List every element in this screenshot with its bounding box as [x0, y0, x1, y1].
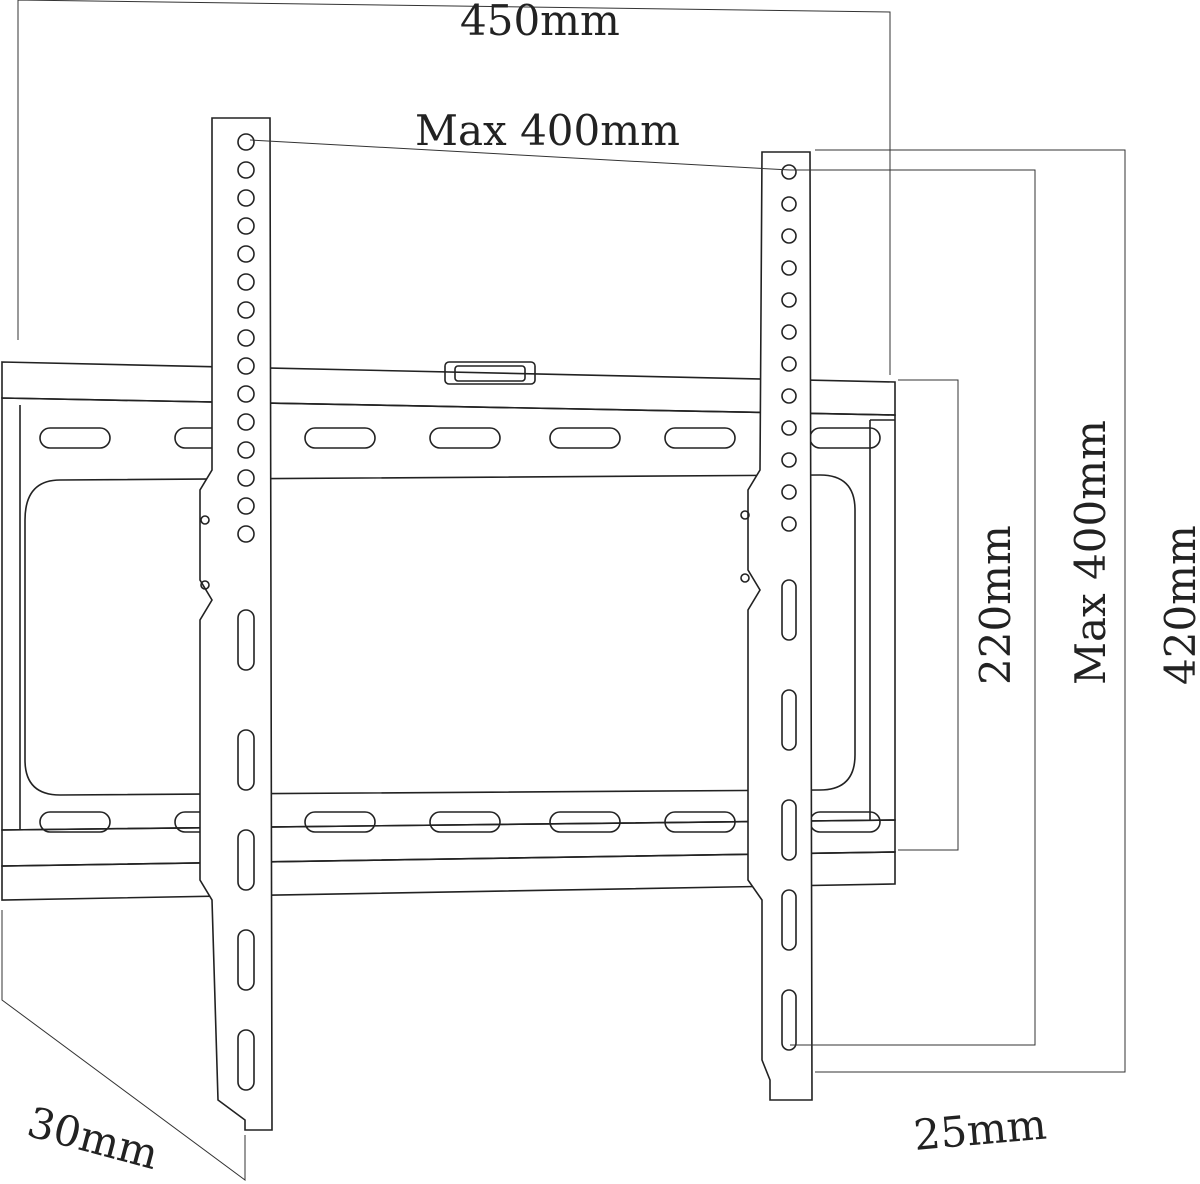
- mounting-hole: [237, 497, 255, 515]
- right-vertical-bracket: [740, 151, 813, 1101]
- bracket-slot: [781, 889, 797, 951]
- screw-hole: [200, 515, 210, 525]
- overall-width-label: 450mm: [460, 0, 620, 45]
- mounting-hole: [237, 273, 255, 291]
- mounting-hole: [781, 420, 797, 436]
- mounting-hole: [237, 189, 255, 207]
- bracket-slot: [781, 579, 797, 641]
- mounting-slot: [304, 427, 376, 449]
- mounting-hole: [781, 324, 797, 340]
- mounting-slot: [664, 427, 736, 449]
- mounting-hole: [237, 217, 255, 235]
- mounting-slot: [39, 811, 111, 833]
- mounting-hole: [237, 525, 255, 543]
- max-vertical-spacing-label: Max 400mm: [1066, 420, 1115, 685]
- mounting-hole: [781, 484, 797, 500]
- mounting-hole: [781, 516, 797, 532]
- mounting-hole: [781, 260, 797, 276]
- mounting-hole: [237, 161, 255, 179]
- mounting-hole: [237, 441, 255, 459]
- mounting-slot: [549, 427, 621, 449]
- mounting-hole: [781, 292, 797, 308]
- mounting-hole: [781, 356, 797, 372]
- mounting-hole: [237, 133, 255, 151]
- bracket-slot: [237, 829, 255, 891]
- bracket-slot: [781, 989, 797, 1051]
- mounting-hole: [237, 301, 255, 319]
- overall-height-label: 420mm: [1156, 525, 1200, 685]
- mounting-hole: [237, 413, 255, 431]
- mounting-slot: [664, 811, 736, 833]
- mounting-slot: [304, 811, 376, 833]
- bracket-slot: [781, 799, 797, 861]
- bracket-slot: [237, 929, 255, 991]
- mounting-hole: [781, 196, 797, 212]
- dimension-lines: [1, 0, 1126, 1181]
- bracket-slot: [237, 1029, 255, 1091]
- mounting-hole: [237, 357, 255, 375]
- mounting-slot: [429, 811, 501, 833]
- screw-hole: [740, 573, 750, 583]
- mounting-hole: [781, 452, 797, 468]
- mounting-hole: [237, 385, 255, 403]
- mounting-slot: [549, 811, 621, 833]
- bracket-slot: [237, 729, 255, 791]
- mounting-hole: [781, 388, 797, 404]
- mounting-slot: [429, 427, 501, 449]
- mounting-hole: [781, 228, 797, 244]
- mounting-hole: [237, 329, 255, 347]
- left-vertical-bracket: [199, 117, 273, 1131]
- mounting-hole: [237, 245, 255, 263]
- bracket-slot: [781, 689, 797, 751]
- bracket-slot: [237, 609, 255, 671]
- screw-hole: [740, 510, 750, 520]
- screw-hole: [200, 580, 210, 590]
- mounting-slot: [39, 427, 111, 449]
- mounting-hole: [237, 469, 255, 487]
- depth-label: 30mm: [22, 1097, 163, 1179]
- mounting-hole: [781, 164, 797, 180]
- max-horizontal-spacing-label: Max 400mm: [415, 106, 680, 155]
- frame-height-label: 220mm: [971, 525, 1020, 685]
- wall-distance-label: 25mm: [912, 1100, 1049, 1160]
